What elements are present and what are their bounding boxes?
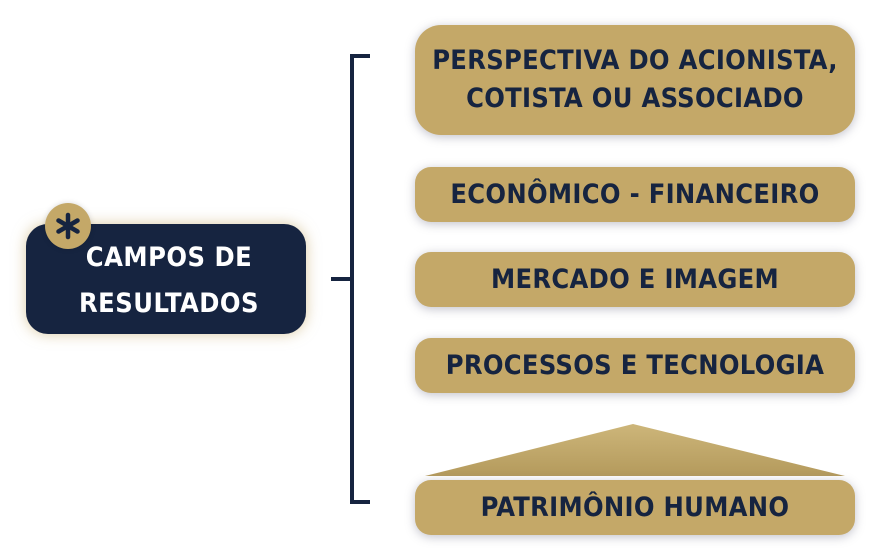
bracket [350,54,370,504]
field-box-human: PATRIMÔNIO HUMANO [415,480,855,535]
asterisk-icon [45,203,91,249]
field-box-market: MERCADO E IMAGEM [415,252,855,307]
field-label-market: MERCADO E IMAGEM [491,263,779,295]
field-box-shareholder: PERSPECTIVA DO ACIONISTA, COTISTA OU ASS… [415,25,855,135]
asterisk-glyph [56,212,80,240]
main-node-label: CAMPOS DE RESULTADOS [79,235,259,327]
field-box-processes: PROCESSOS E TECNOLOGIA [415,338,855,393]
main-label-line2: RESULTADOS [78,288,260,319]
roof-triangle [425,424,845,476]
field-label-shareholder-1: PERSPECTIVA DO ACIONISTA, [432,45,838,76]
field-label-human: PATRIMÔNIO HUMANO [480,491,790,523]
field-box-economic: ECONÔMICO - FINANCEIRO [415,167,855,222]
main-label-line1: CAMPOS DE [85,242,253,273]
field-label-processes: PROCESSOS E TECNOLOGIA [445,349,825,381]
field-label-economic: ECONÔMICO - FINANCEIRO [450,178,820,210]
connector-line [331,277,353,281]
field-label-shareholder-2: COTISTA OU ASSOCIADO [466,83,804,114]
